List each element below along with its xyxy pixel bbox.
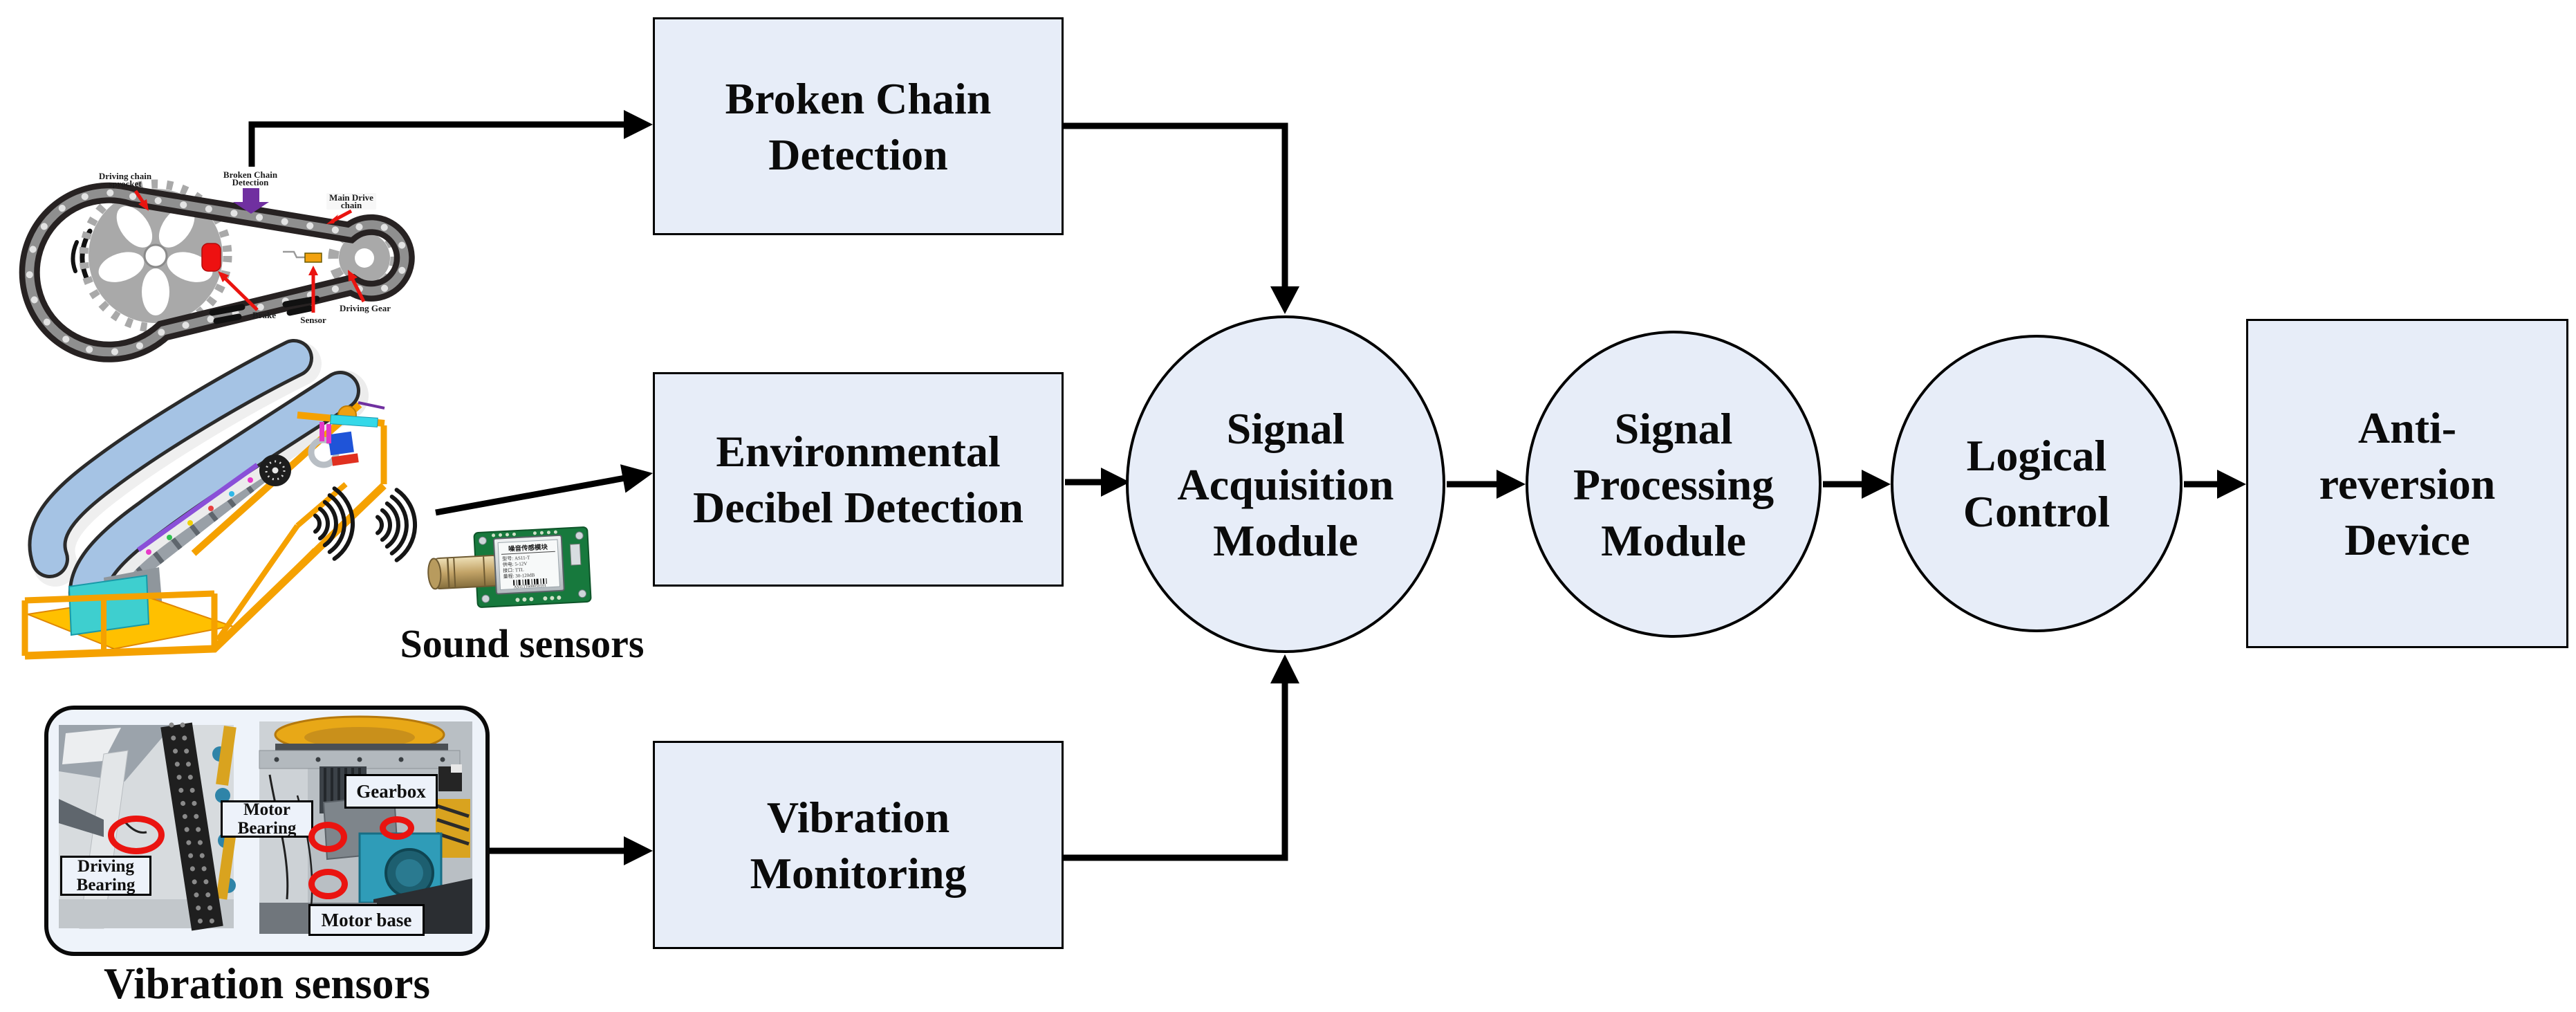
chain-label-driving-gear: Driving Gear: [339, 303, 391, 313]
ellipse-label-line: Signal: [1614, 403, 1733, 453]
chain-label-brake: Brake: [252, 310, 276, 320]
chain-label-line: Driving chain: [98, 171, 152, 181]
sound-waves-icon: [313, 486, 417, 562]
chain-label-main-drive-chain: Main Drive chain: [326, 193, 376, 210]
chain-label-line: Detection: [232, 177, 269, 187]
caption-vibration-sensors: Vibration sensors: [104, 959, 430, 1008]
box-label-line: Anti-: [2357, 403, 2457, 452]
ellipse-label-line: Module: [1213, 515, 1358, 565]
microphone-icon: [427, 555, 502, 590]
flywheel-icon: [259, 454, 291, 486]
ellipse-label-line: Control: [1963, 487, 2111, 536]
module-spec-text: 型号: AS11-T: [502, 554, 530, 562]
module-serial-text: AS11T1608050101: [514, 584, 546, 589]
escalator-illustration: [21, 339, 387, 660]
chain-label-line: sprocket: [109, 178, 142, 189]
sound-sensor-module-illustration: 噪音传感模块 型号: AS11-T 供电: 5-12V 接口: TTL 量程: …: [427, 526, 592, 608]
arrow-acquisition-to-processing-icon: [1447, 470, 1526, 499]
chain-label-line: Main Drive: [329, 192, 373, 203]
caption-sound-sensors: Sound sensors: [400, 621, 645, 666]
box-label-line: reversion: [2319, 459, 2496, 508]
connector-arrows: [248, 110, 2246, 865]
module-spec-text: 量程: 30-120dB: [503, 571, 535, 579]
arrow-environmental-to-acquisition-icon: [1065, 468, 1130, 497]
photo-label-line: Driving: [77, 857, 134, 876]
red-circle-annotation: [380, 816, 414, 840]
chain-label-sensor: Sensor: [300, 315, 326, 325]
box-label-line: Vibration: [766, 792, 950, 842]
motor-block-icon: [328, 431, 354, 456]
chain-label-driving-chain-sprocket: Driving chain sprocket: [98, 171, 152, 189]
photo-label-motor-base: Motor base: [308, 904, 425, 936]
photo-label-motor-bearing: Motor Bearing: [221, 800, 313, 838]
ellipse-signal-acquisition-module: Signal Acquisition Module: [1126, 315, 1445, 653]
module-spec-text: 供电: 5-12V: [503, 560, 528, 568]
motion-arc-icon: [71, 240, 79, 273]
driving-sprocket-icon: [79, 179, 232, 333]
box-label-line: Device: [2344, 515, 2470, 564]
arrow-chain-to-broken-chain-icon: [248, 110, 653, 167]
module-title-text: 噪音传感模块: [508, 543, 548, 553]
box-label-line: Broken Chain: [725, 73, 992, 123]
box-label-line: Environmental: [716, 427, 1001, 476]
photo-label-line: Bearing: [76, 876, 136, 894]
red-circle-annotation: [308, 869, 348, 899]
arrow-sound-sensor-to-environmental-icon: [435, 464, 653, 516]
arrow-broken-chain-to-acquisition-icon: [1064, 122, 1299, 314]
box-environmental-decibel-detection: Environmental Decibel Detection: [653, 372, 1064, 587]
chain-sensor-icon: [283, 250, 322, 263]
arrow-processing-to-logical-icon: [1823, 470, 1891, 499]
connector-icon: [569, 543, 582, 566]
brake-icon: [201, 243, 221, 272]
ellipse-label-line: Logical: [1966, 431, 2107, 480]
chain-annotation-arrows: [133, 190, 366, 313]
ellipse-label-line: Signal: [1226, 403, 1345, 453]
chain-label-broken-chain-detection: Broken Chain Detection: [223, 169, 278, 187]
box-label-line: Decibel Detection: [692, 483, 1024, 532]
box-label-line: Monitoring: [750, 848, 967, 898]
arrow-logical-to-antireversion-icon: [2184, 470, 2246, 499]
ellipse-label-line: Module: [1601, 515, 1746, 565]
ellipse-logical-control: Logical Control: [1891, 335, 2183, 632]
arrow-photos-to-vibration-icon: [487, 836, 653, 865]
red-circle-annotation: [108, 816, 165, 854]
photo-label-driving-bearing: Driving Bearing: [60, 856, 151, 896]
cad-parts-dots: [146, 477, 253, 555]
box-label-line: Detection: [768, 129, 948, 179]
ellipse-label-line: Processing: [1573, 459, 1775, 509]
broken-chain-marker-icon: [233, 188, 269, 214]
box-broken-chain-detection: Broken Chain Detection: [653, 17, 1064, 235]
red-circle-annotation: [308, 822, 347, 852]
box-anti-reversion-device: Anti- reversion Device: [2246, 319, 2568, 648]
photo-label-line: Motor: [243, 800, 291, 819]
chain-label-line: Broken Chain: [223, 169, 278, 180]
teal-panel-icon: [68, 574, 150, 636]
photo-label-gearbox: Gearbox: [344, 774, 438, 809]
ellipse-signal-processing-module: Signal Processing Module: [1526, 331, 1822, 638]
arrow-vibration-to-acquisition-icon: [1064, 654, 1299, 861]
ellipse-label-line: Acquisition: [1177, 459, 1394, 509]
box-vibration-monitoring: Vibration Monitoring: [653, 741, 1064, 949]
drive-chain-icon: [19, 182, 415, 362]
chain-drive-illustration: [19, 179, 415, 362]
barcode-icon: [512, 578, 547, 586]
module-spec-text: 接口: TTL: [503, 567, 524, 574]
photo-label-line: Bearing: [237, 819, 297, 838]
chain-label-line: chain: [340, 200, 362, 210]
